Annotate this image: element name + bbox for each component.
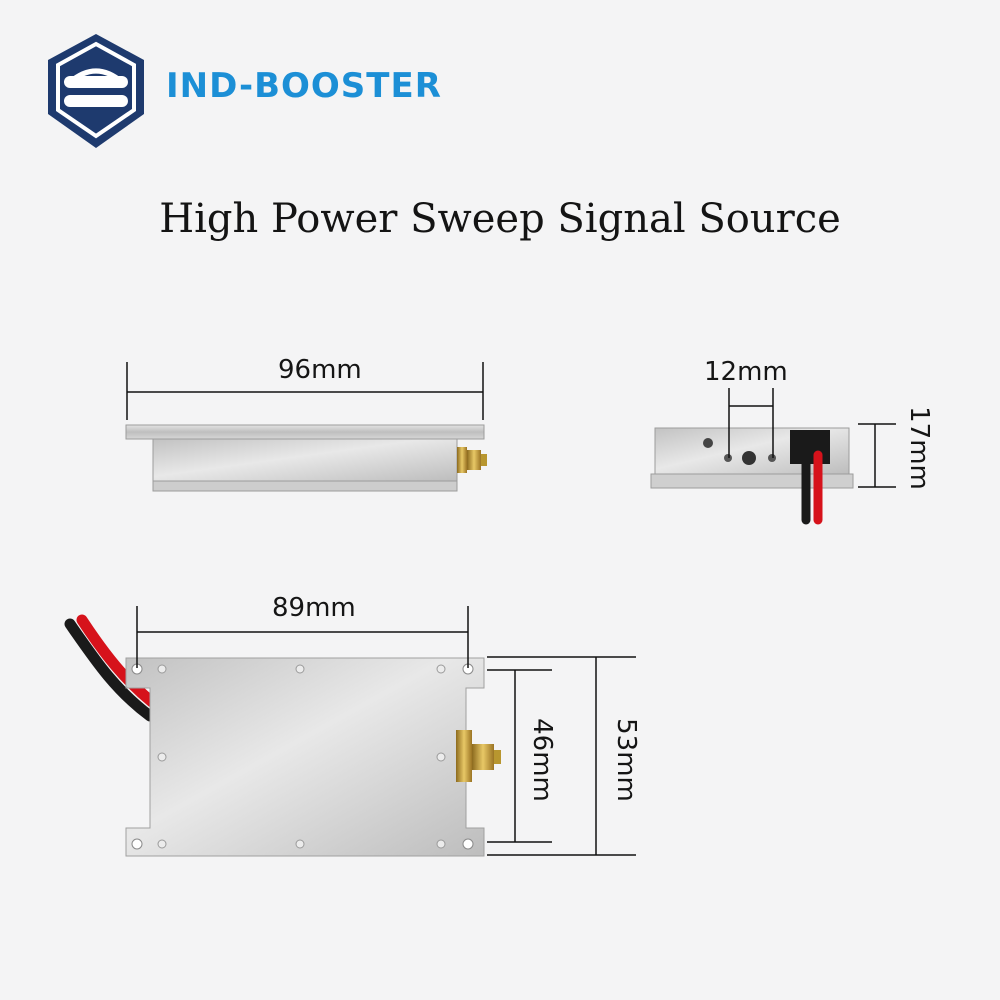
top-view-cable <box>64 614 158 722</box>
sma-connector-icon <box>457 447 487 473</box>
side-width-label: 96mm <box>278 355 362 385</box>
top-inner-height-label: 46mm <box>526 718 557 802</box>
brand-name: IND-BOOSTER <box>166 66 442 106</box>
top-hole-span-label: 89mm <box>272 593 356 623</box>
hexagon-shield-icon <box>48 34 144 148</box>
end-view-dimension-lines <box>728 388 896 488</box>
width-dimension-lines <box>126 362 484 420</box>
top-sma-connector-icon <box>456 730 501 782</box>
screws <box>157 664 446 849</box>
side-view-housing <box>125 424 485 492</box>
end-view-housing <box>650 427 854 489</box>
end-height-label: 17mm <box>903 406 934 490</box>
top-outer-height-label: 53mm <box>610 718 641 802</box>
end-view-cable <box>801 450 823 525</box>
page-title: High Power Sweep Signal Source <box>159 196 841 242</box>
top-view-housing <box>125 657 485 857</box>
end-spacing-label: 12mm <box>704 357 788 387</box>
top-view-dimension-lines <box>136 606 636 856</box>
